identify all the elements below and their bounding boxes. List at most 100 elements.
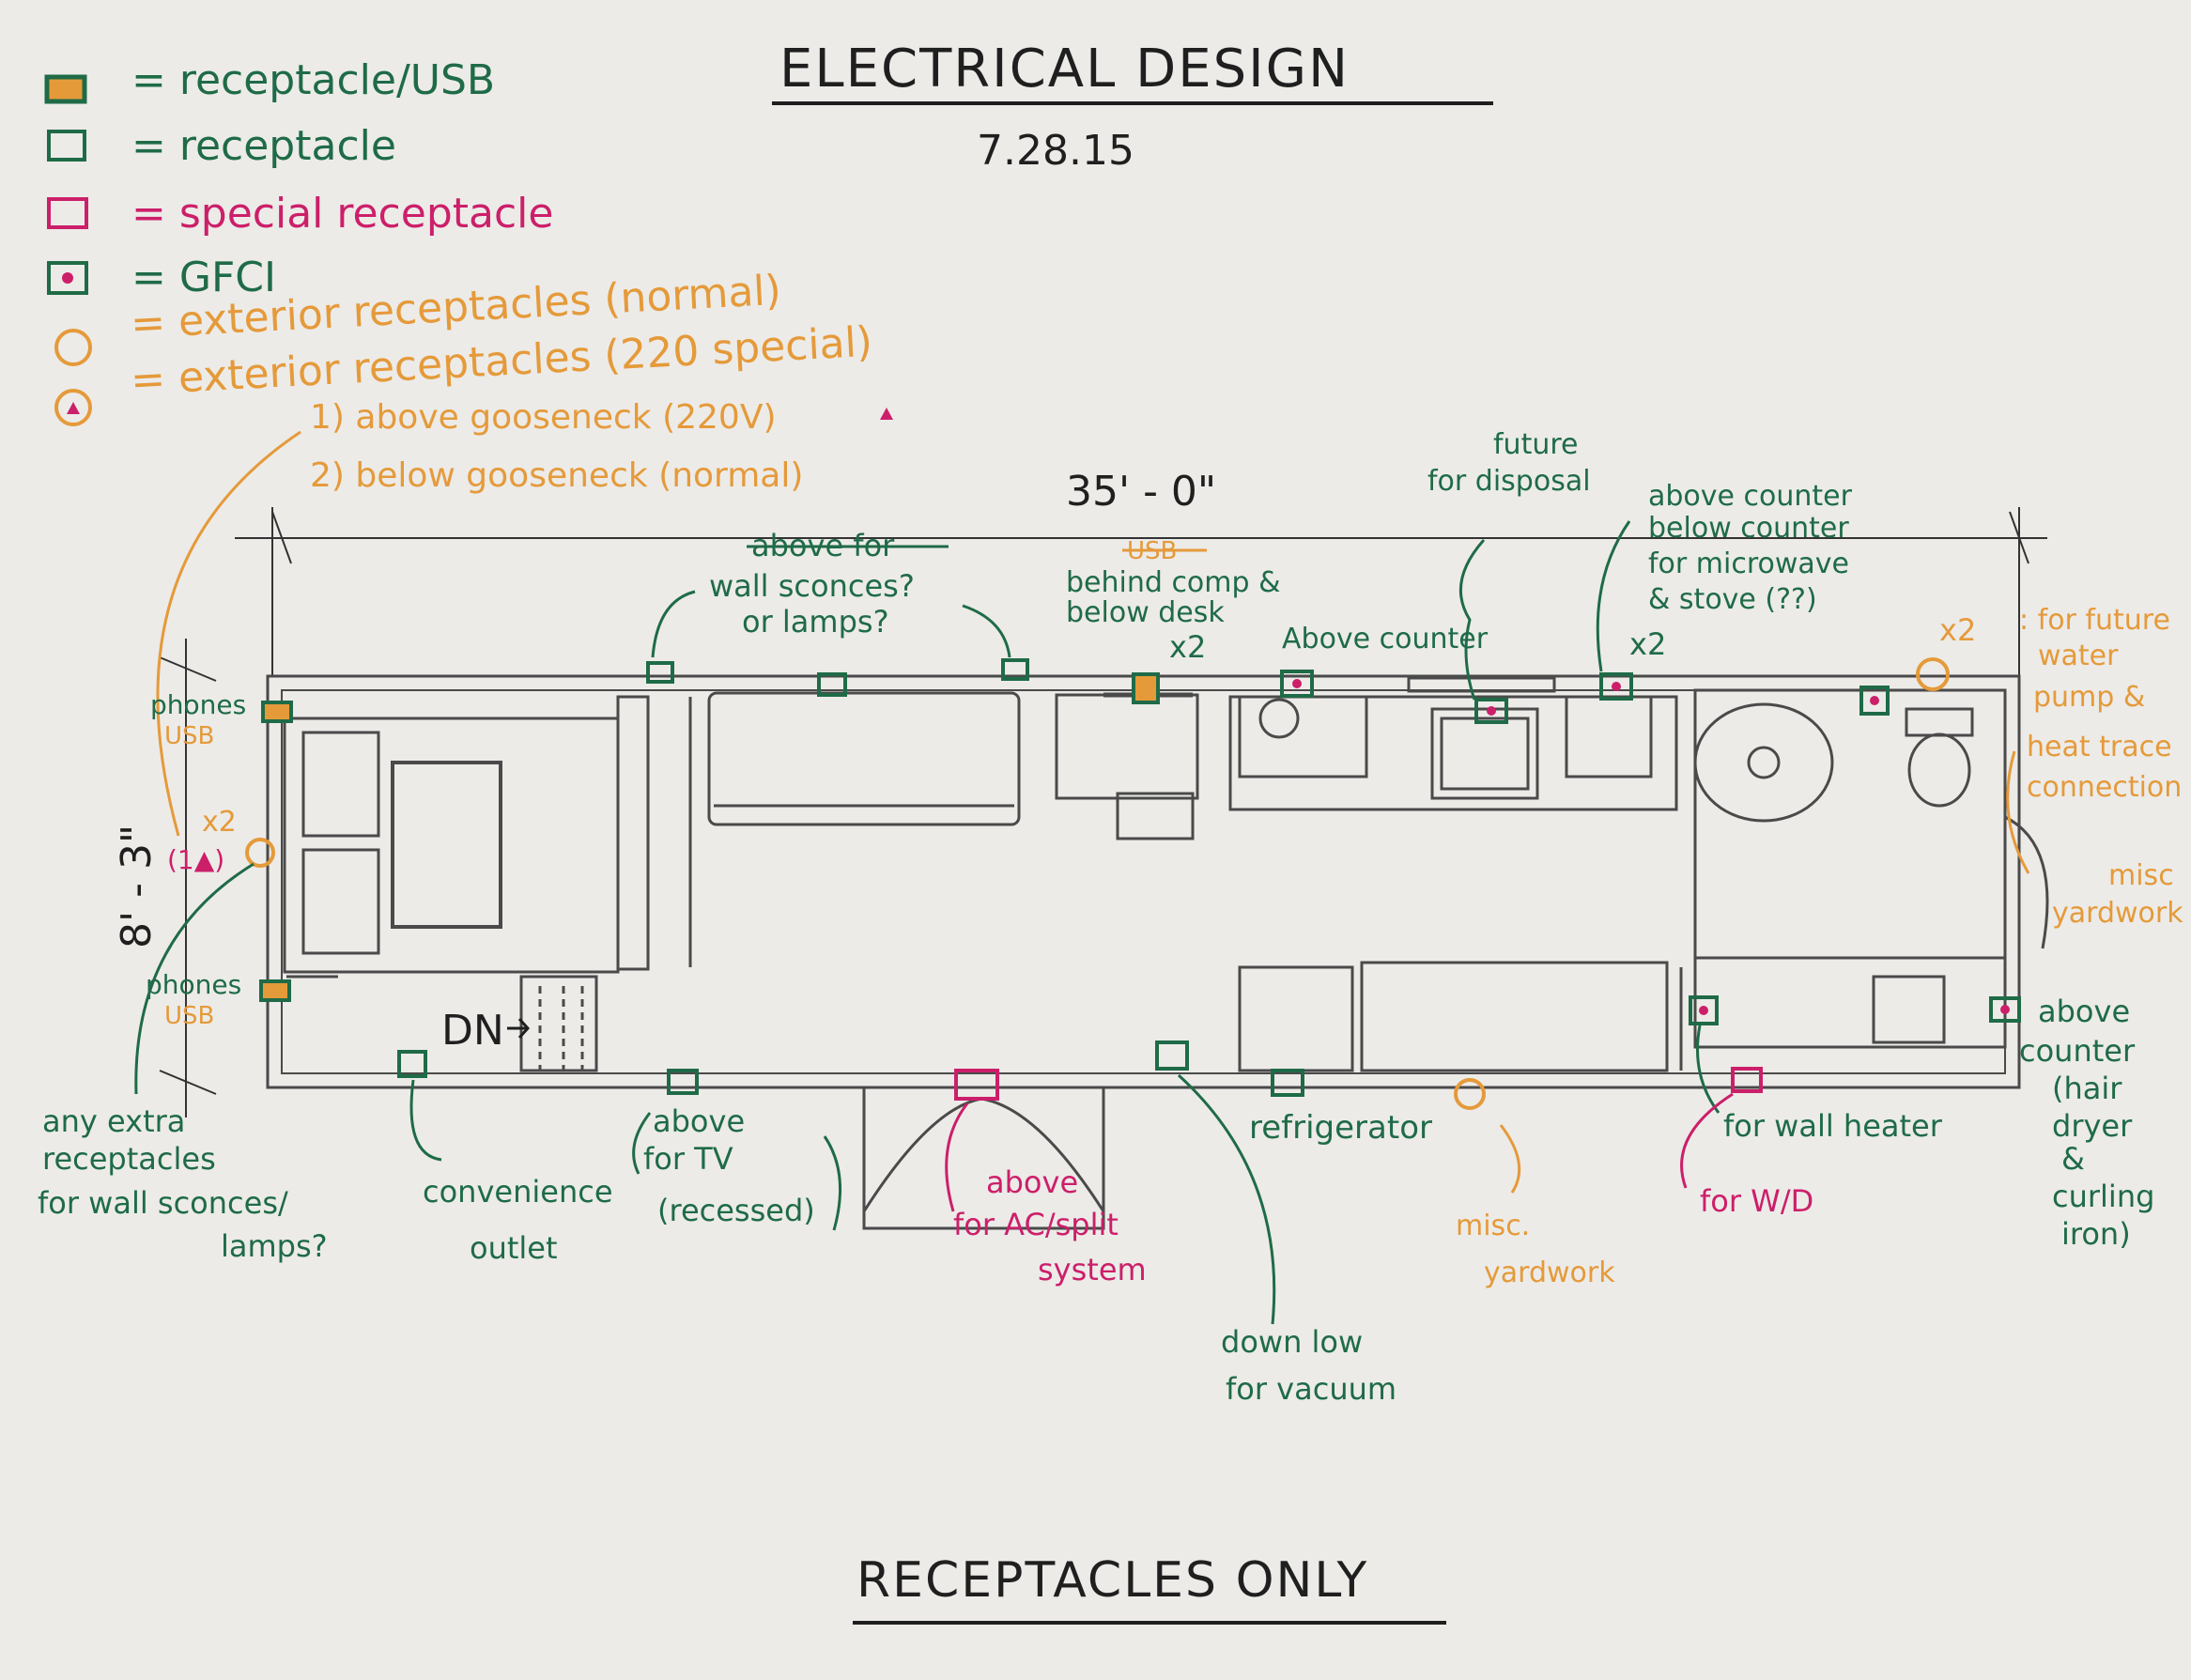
legend-item-usb-receptacle: = receptacle/USB	[131, 56, 495, 104]
receptacle-sconce-right	[1001, 658, 1029, 681]
receptacle-couch	[817, 672, 847, 697]
note-water-5: connection	[2027, 771, 2182, 804]
note-convenience-2: outlet	[470, 1230, 558, 1266]
gooseneck-note-below: 2) below gooseneck (normal)	[310, 456, 803, 495]
annotations-orange: USB x2 : for future water pump & heat tr…	[164, 537, 2183, 1289]
note-or-lamps: or lamps?	[742, 604, 889, 640]
leader-tv	[632, 1112, 652, 1175]
note-convenience-1: convenience	[423, 1174, 613, 1210]
note-phones-top: phones	[150, 689, 246, 720]
special-receptacle-ac	[954, 1069, 999, 1101]
note-fridge: refrigerator	[1249, 1109, 1432, 1147]
bathroom-vanity	[1693, 956, 2007, 1049]
entry-door-swing-right	[980, 1097, 1105, 1212]
note-wd: for W/D	[1700, 1183, 1813, 1219]
note-bath-6: curling	[2052, 1179, 2154, 1214]
note-bath-5: &	[2061, 1141, 2085, 1177]
leader-lines	[134, 430, 2030, 1325]
note-water-2: water	[2038, 640, 2119, 672]
special-receptacle-symbol	[47, 197, 88, 229]
note-exterior-special: (1▲)	[167, 844, 224, 875]
note-ac-1: above	[986, 1164, 1078, 1200]
gooseneck-note-above: 1) above gooseneck (220V)	[310, 398, 777, 437]
gfci-sink	[1474, 698, 1508, 724]
leader-water	[2006, 750, 2030, 874]
usb-receptacle-desk	[1132, 672, 1160, 704]
gfci-symbol	[47, 261, 88, 295]
gfci-bath-top-dot	[1870, 696, 1879, 705]
usb-receptacle-phones-top	[261, 701, 293, 723]
gooseneck-triangle	[880, 408, 893, 420]
exterior-receptacle-symbol	[54, 329, 92, 366]
cooktop-burner	[1258, 698, 1300, 739]
note-counter-2: below counter	[1648, 512, 1849, 545]
note-yardwork-bottom-1: misc.	[1456, 1210, 1530, 1242]
receptacle-sconce-left	[646, 661, 674, 684]
bed-pillow-bottom	[301, 848, 380, 955]
gfci-cooktop	[1280, 670, 1314, 698]
usb-receptacle-phones-bottom	[259, 979, 291, 1002]
note-exterior-count: x2	[202, 806, 237, 839]
annotations-green: wall sconces? or lamps? behind comp & be…	[38, 428, 2154, 1407]
leader-sconce-right	[962, 604, 1011, 658]
usb-receptacle-symbol	[44, 74, 87, 104]
leader-vacuum	[1177, 1073, 1276, 1325]
leader-gooseneck	[156, 430, 301, 837]
note-phones-top-usb: USB	[164, 722, 214, 750]
gfci-wall-heater	[1689, 995, 1719, 1025]
note-water-4: heat trace	[2027, 731, 2172, 763]
gfci-wall-heater-dot	[1699, 1006, 1708, 1015]
note-wall-sconces: wall sconces?	[709, 568, 915, 604]
length-dimension: 35' - 0"	[1066, 468, 1216, 516]
annotations-magenta: above for AC/split system for W/D	[953, 1164, 1813, 1287]
note-disposal-1: future	[1493, 428, 1578, 461]
leader-tv-right	[823, 1135, 842, 1231]
note-extra-3: for wall sconces/	[38, 1185, 288, 1221]
note-yardwork-bottom-2: yardwork	[1484, 1256, 1615, 1289]
leader-sconce-left	[651, 590, 696, 658]
note-desk-2: below desk	[1066, 596, 1225, 629]
sheet-date: 7.28.15	[977, 127, 1134, 175]
bathroom-door-swing	[2004, 815, 2049, 949]
note-ac-3: system	[1038, 1252, 1147, 1287]
note-extra-1: any extra	[42, 1103, 185, 1139]
special-receptacle-wd	[1731, 1067, 1763, 1093]
receptacle-tv	[667, 1069, 699, 1095]
note-water-count: x2	[1939, 612, 1976, 648]
leader-convenience	[409, 1079, 442, 1162]
note-extra-2: receptacles	[42, 1141, 216, 1177]
stair-label: DN	[441, 1007, 504, 1055]
gfci-bath-counter	[1989, 996, 2021, 1023]
leader-ac	[945, 1102, 969, 1212]
exterior-special-receptacle-symbol	[54, 389, 92, 426]
note-counter-4: & stove (??)	[1648, 583, 1817, 616]
desk-chair	[1116, 792, 1195, 840]
footer-title: RECEPTACLES ONLY	[856, 1552, 1368, 1609]
width-dimension: 8' - 3"	[113, 825, 161, 948]
legend-item-receptacle: = receptacle	[131, 122, 396, 170]
plan-receptacles	[245, 657, 2021, 1110]
exterior-receptacle-water	[1916, 657, 1950, 691]
bed-pillow-top	[301, 731, 380, 838]
leader-wd	[1680, 1092, 1734, 1189]
note-vacuum-1: down low	[1221, 1324, 1363, 1360]
floor-plan	[266, 674, 2049, 1230]
note-above-counter-top: Above counter	[1282, 623, 1489, 655]
lower-counter	[1360, 961, 1669, 1072]
receptacle-vacuum	[1155, 1040, 1189, 1071]
stair-area	[519, 975, 598, 1072]
receptacle-convenience	[397, 1050, 427, 1078]
entry-door-frame	[862, 1086, 1105, 1230]
gfci-cooktop-dot	[1292, 679, 1302, 688]
couch	[707, 691, 1021, 826]
leader-microwave	[1596, 520, 1631, 672]
exterior-special-triangle	[67, 402, 80, 414]
dimension-lines	[159, 507, 2047, 1117]
gfci-symbol-dot	[62, 272, 73, 284]
entry-door-swing-left	[862, 1097, 982, 1212]
legend-item-special-receptacle: = special receptacle	[131, 190, 553, 238]
note-desk-count: x2	[1169, 629, 1206, 665]
gfci-bath-counter-dot	[2000, 1005, 2010, 1014]
note-bath-1: above	[2038, 994, 2130, 1029]
